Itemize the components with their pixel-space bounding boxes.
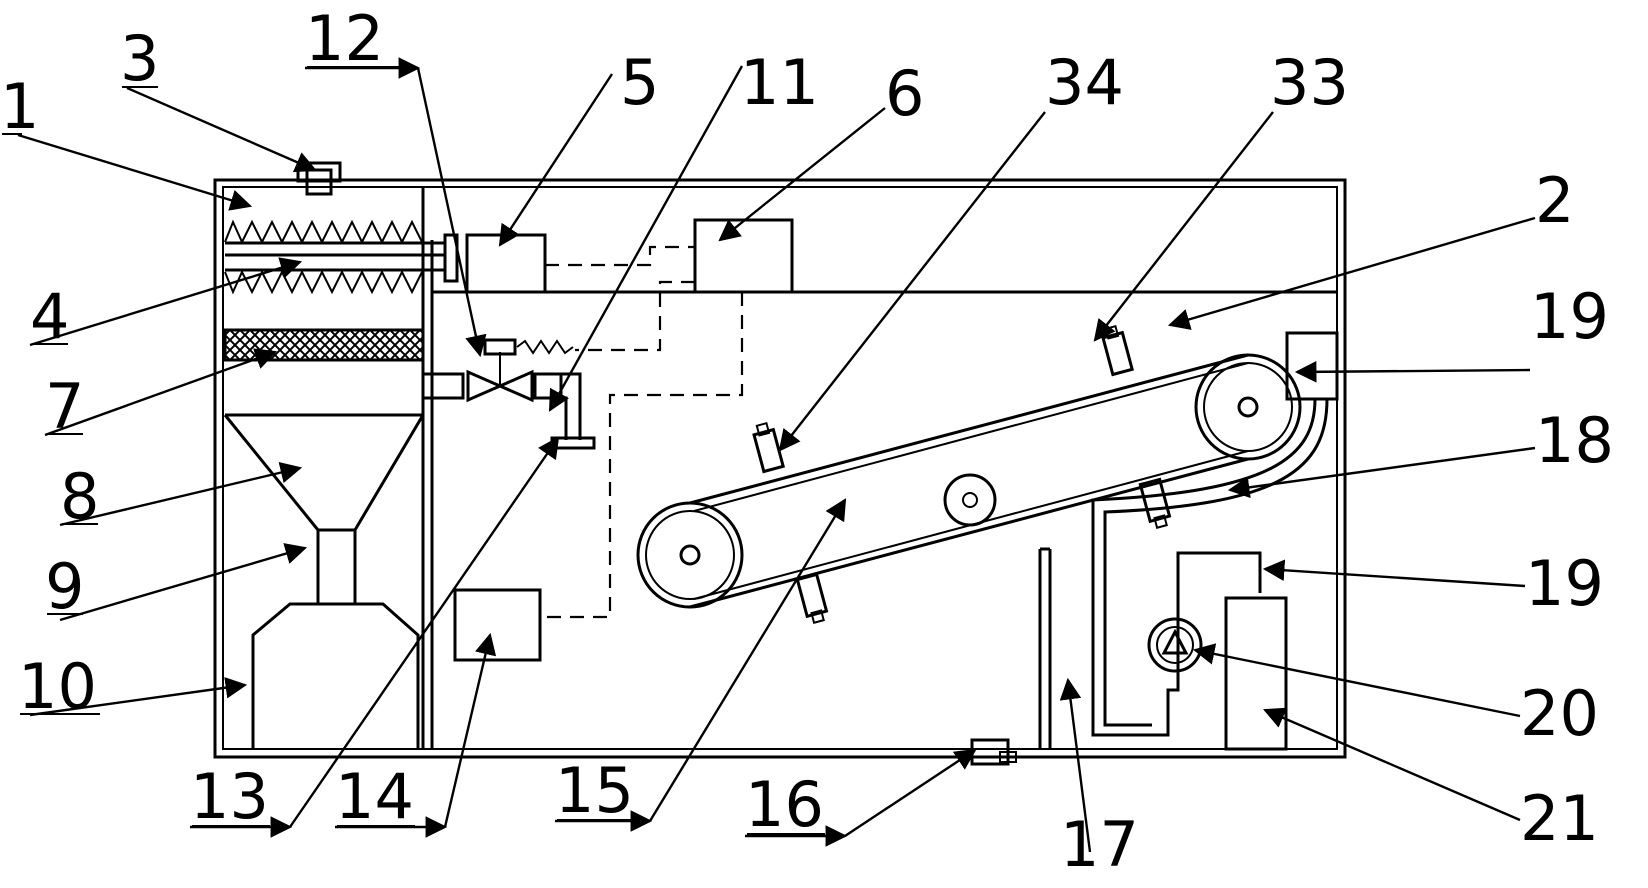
scraper-blades <box>752 324 1172 624</box>
left-chamber-walls <box>421 187 1337 749</box>
label-21: 21 <box>1520 782 1599 855</box>
label-34: 34 <box>1045 46 1124 119</box>
pump <box>1147 617 1203 673</box>
label-5: 5 <box>620 46 659 119</box>
outer-housing <box>213 178 1347 759</box>
motor-box <box>465 233 547 294</box>
label-17: 17 <box>1060 808 1139 881</box>
screw-crusher <box>224 219 459 295</box>
label-11: 11 <box>740 46 819 119</box>
label-underlines <box>2 66 825 835</box>
label-9: 9 <box>45 550 84 623</box>
label-19-top: 19 <box>1530 280 1609 353</box>
label-10: 10 <box>18 650 97 723</box>
funnel-and-bin <box>223 413 425 749</box>
spray-pipe <box>421 338 596 450</box>
controller-box <box>693 218 794 294</box>
label-20: 20 <box>1520 677 1599 750</box>
label-3: 3 <box>120 22 159 95</box>
callout-labels: 1 3 12 5 11 6 34 33 2 19 18 19 20 21 4 7… <box>0 2 1614 881</box>
water-tank <box>1224 596 1288 751</box>
water-circulation <box>1038 331 1339 749</box>
label-2: 2 <box>1535 164 1574 237</box>
drain-outlet <box>970 738 1017 766</box>
label-12: 12 <box>305 2 384 75</box>
label-6: 6 <box>885 57 924 130</box>
conveyor-belt <box>636 353 1302 609</box>
label-15: 15 <box>555 754 634 827</box>
sensor-box <box>453 588 542 662</box>
label-19-bottom: 19 <box>1525 547 1604 620</box>
label-8: 8 <box>60 460 99 533</box>
label-1: 1 <box>0 70 39 143</box>
control-wiring <box>540 245 744 619</box>
label-16: 16 <box>745 768 824 841</box>
label-13: 13 <box>190 760 269 833</box>
filter-mesh <box>223 328 425 362</box>
label-18: 18 <box>1535 404 1614 477</box>
label-7: 7 <box>45 370 84 443</box>
label-4: 4 <box>30 280 69 353</box>
label-14: 14 <box>335 760 414 833</box>
label-33: 33 <box>1270 46 1349 119</box>
